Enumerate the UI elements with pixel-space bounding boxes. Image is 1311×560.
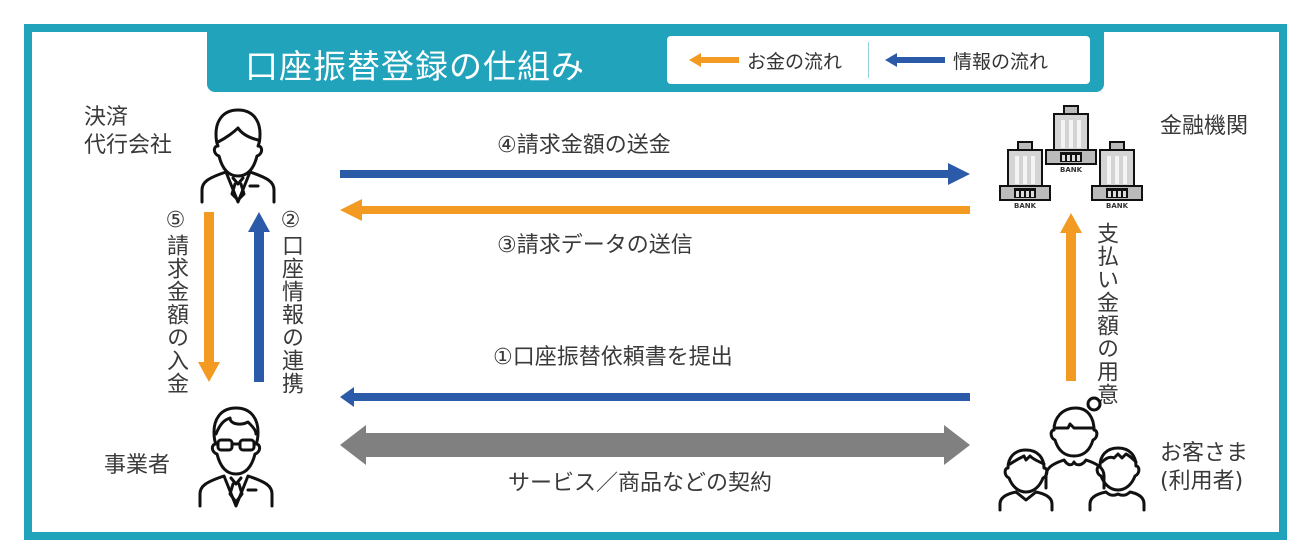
step1-label: ①口座振替依頼書を提出 (493, 345, 733, 370)
step5-arrow (198, 212, 220, 382)
legend-money-flow: お金の流れ (689, 36, 842, 84)
step3-label: ③請求データの送信 (497, 233, 693, 258)
step2-label: ②口座情報の連携 (278, 208, 303, 395)
svg-text:BANK: BANK (1106, 202, 1129, 210)
legend-info-flow: 情報の流れ (885, 36, 1048, 84)
business-owner-icon (198, 406, 274, 508)
business-label: 事業者 (104, 453, 171, 478)
bank-building-center: BANK (1045, 105, 1097, 174)
payment-agent-label: 決済 代行会社 (84, 104, 172, 159)
legend-info-label: 情報の流れ (953, 50, 1049, 73)
bank-building-right: BANK (1091, 141, 1143, 210)
payment-prep-arrow (1060, 213, 1082, 381)
step2-arrow (248, 212, 270, 382)
legend-divider (868, 42, 869, 78)
blue-arrow-icon (885, 53, 945, 67)
diagram-title: 口座振替登録の仕組み (245, 47, 585, 86)
step5-label: ⑤請求金額の入金 (163, 208, 188, 395)
legend-money-label: お金の流れ (747, 50, 843, 73)
customers-label: お客さま (利用者) (1160, 440, 1248, 495)
contract-arrow (340, 425, 970, 465)
payment-prep-label: 支払い金額の用意 (1093, 222, 1118, 406)
customers-line2: (利用者) (1160, 468, 1244, 494)
step1-arrow (340, 387, 970, 407)
orange-arrow-icon (689, 53, 739, 67)
customers-icon (998, 396, 1146, 512)
businessman-icon (200, 108, 276, 204)
payment-agent-line2: 代行会社 (84, 132, 173, 158)
bank-building-left: BANK (999, 141, 1051, 210)
svg-text:BANK: BANK (1060, 166, 1083, 174)
customers-line1: お客さま (1160, 441, 1249, 466)
bank-buildings-icon: BANK BANK BANK (999, 105, 1143, 210)
step3-arrow (340, 199, 970, 221)
step4-arrow (340, 163, 970, 185)
legend: お金の流れ 情報の流れ (667, 36, 1090, 84)
payment-agent-line1: 決済 (84, 105, 129, 130)
svg-text:BANK: BANK (1014, 202, 1037, 210)
financial-institution-label: 金融機関 (1160, 114, 1249, 139)
step4-label: ④請求金額の送金 (497, 133, 671, 158)
contract-label: サービス／商品などの契約 (508, 471, 773, 496)
